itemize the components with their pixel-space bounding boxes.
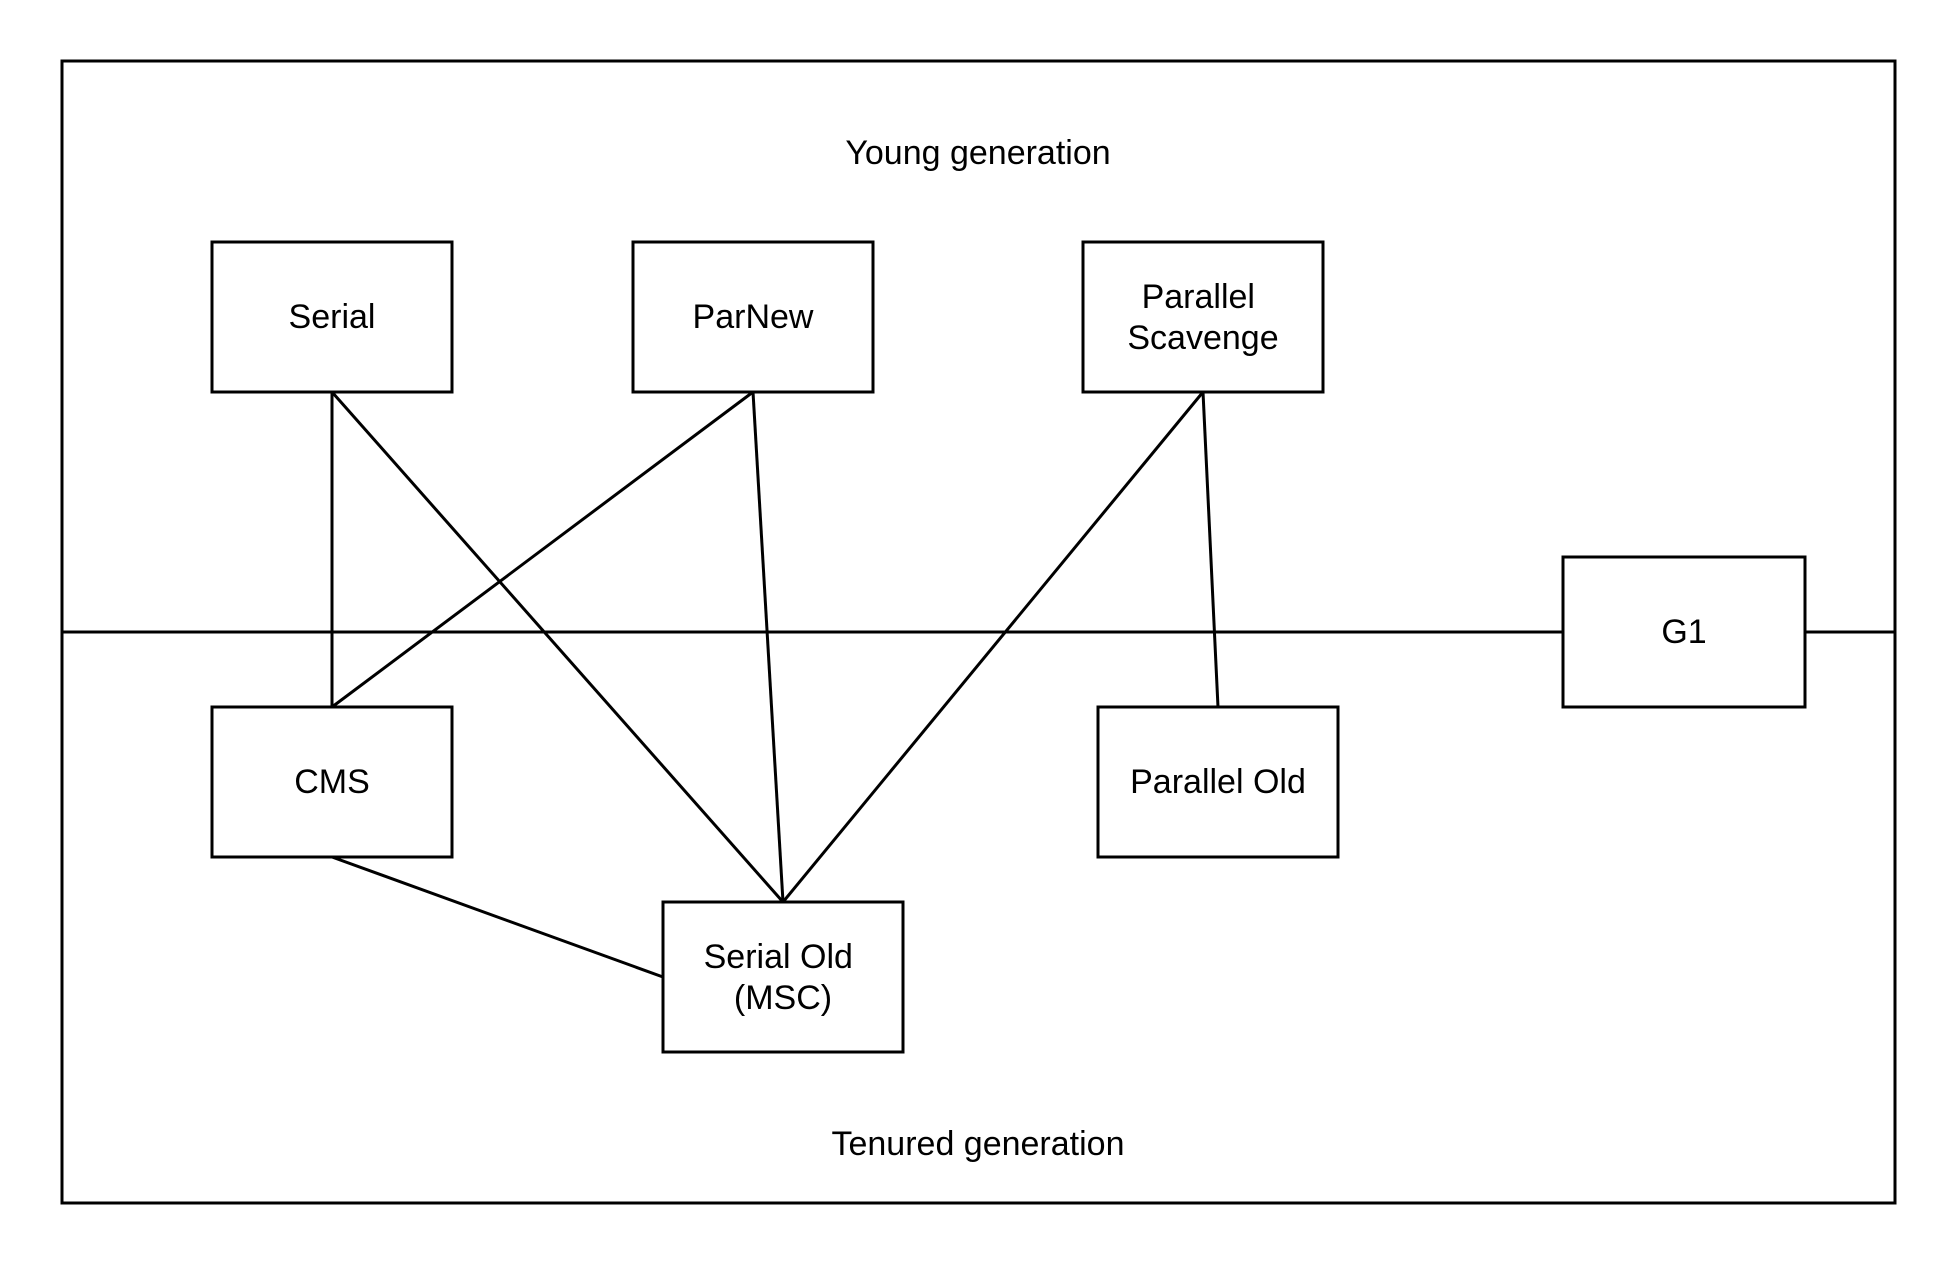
node-parallel-old-line-1: Parallel Old <box>1130 763 1306 801</box>
node-serial-old-line-1: Serial Old <box>704 938 853 976</box>
node-cms-label: CMS <box>294 763 370 801</box>
node-parallel-old-label: Parallel Old <box>1130 763 1306 801</box>
young-generation-label: Young generation <box>845 134 1110 172</box>
edge-parnew-to-serial-old <box>751 391 785 903</box>
node-parallel-scavenge-line-2: Scavenge <box>1127 319 1278 357</box>
node-serial-old-box <box>661 900 905 1054</box>
edge-parnew-to-cms <box>331 390 754 709</box>
node-serial-old-line-2: (MSC) <box>734 979 832 1017</box>
node-parallel-scavenge-label: Parallel Scavenge <box>1127 278 1278 357</box>
node-serial-old: Serial Old (MSC) <box>661 900 905 1054</box>
node-serial-line-1: Serial <box>289 298 376 336</box>
node-serial: Serial <box>210 240 454 394</box>
edge-parallel-scavenge-to-parallel-old <box>1201 391 1220 708</box>
node-parallel-old-box <box>1096 705 1340 859</box>
edge-cms-to-serial-old <box>331 855 664 979</box>
node-parnew-label: ParNew <box>693 298 814 336</box>
node-cms-line-1: CMS <box>294 763 370 801</box>
node-g1-box <box>1561 555 1807 709</box>
node-g1-line-1: G1 <box>1661 613 1706 651</box>
node-cms-box <box>210 705 454 859</box>
node-parallel-scavenge: Parallel Scavenge <box>1081 240 1325 394</box>
node-parnew: ParNew <box>631 240 875 394</box>
node-serial-label: Serial <box>289 298 376 336</box>
edges <box>330 390 1220 979</box>
node-parnew-box <box>631 240 875 394</box>
node-g1: G1 <box>1561 555 1807 709</box>
edge-serial-to-serial-old <box>330 391 785 903</box>
tenured-generation-label: Tenured generation <box>831 1125 1124 1163</box>
node-g1-label: G1 <box>1661 613 1706 651</box>
edge-parallel-scavenge-to-serial-old <box>781 391 1205 903</box>
node-parnew-line-1: ParNew <box>693 298 814 336</box>
node-serial-box <box>210 240 454 394</box>
node-parallel-scavenge-box <box>1081 240 1325 394</box>
node-parallel-old: Parallel Old <box>1096 705 1340 859</box>
node-serial-old-label: Serial Old (MSC) <box>704 938 863 1017</box>
node-cms: CMS <box>210 705 454 859</box>
node-parallel-scavenge-line-1: Parallel <box>1142 278 1255 316</box>
